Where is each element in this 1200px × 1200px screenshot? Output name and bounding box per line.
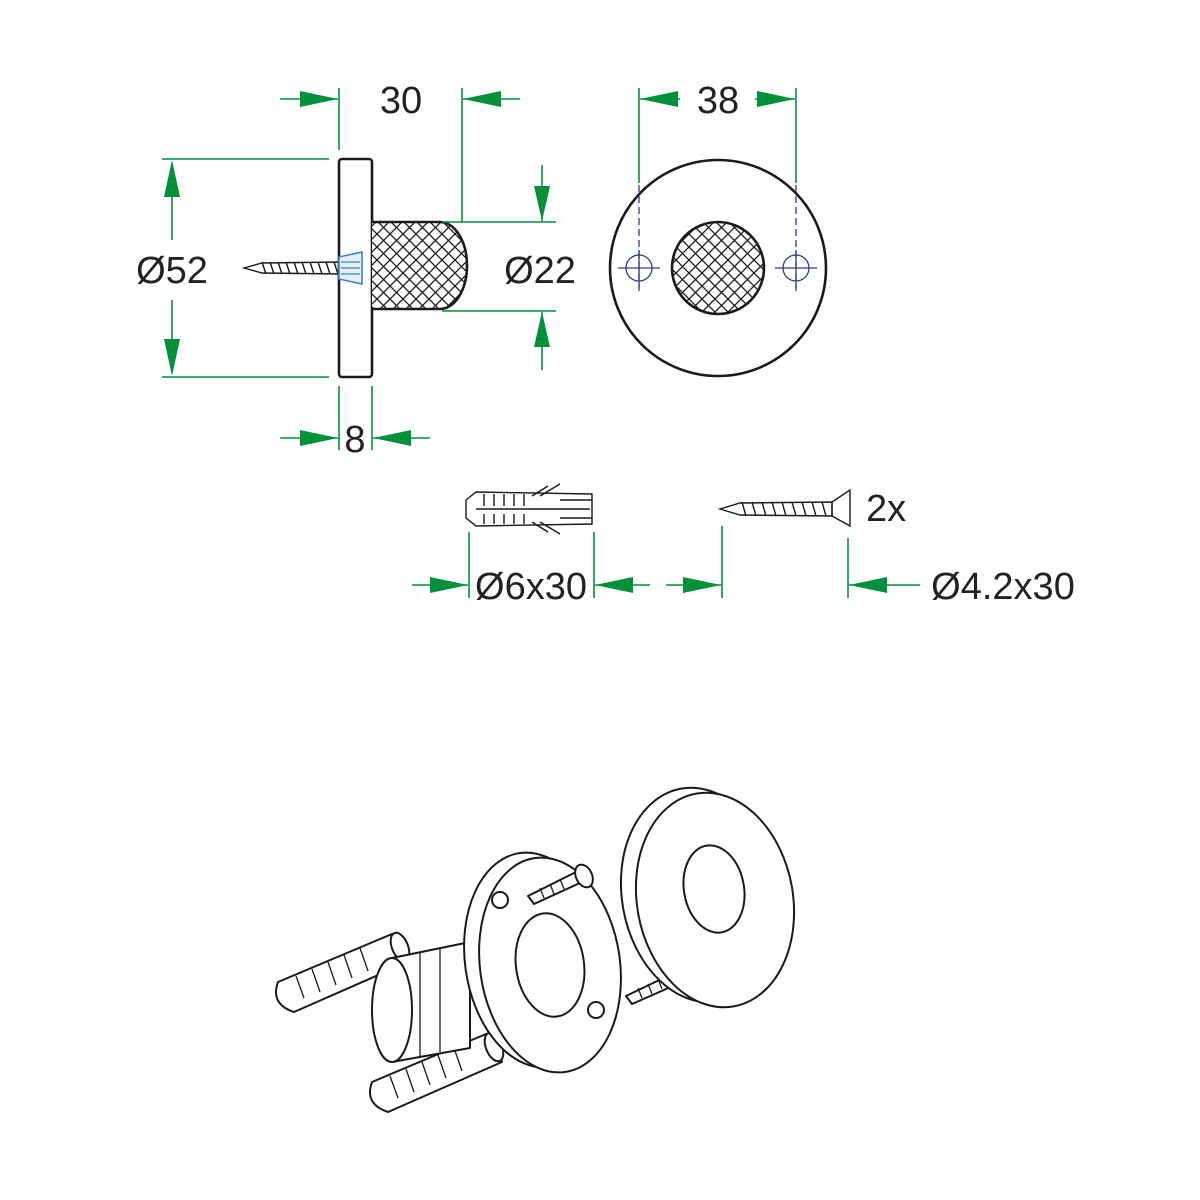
dim-projection — [280, 88, 520, 222]
wall-plug-icon — [465, 483, 593, 535]
screw-hole-right-icon — [775, 250, 817, 288]
dim-hole-spacing — [638, 88, 797, 183]
front-view — [608, 158, 828, 378]
iso-cover-cap — [619, 786, 796, 1009]
plate-thickness-label: 8 — [344, 419, 365, 461]
screw-hole-left-icon — [618, 250, 660, 288]
dim-plate-thickness — [280, 386, 430, 450]
rubber-bumper-side — [372, 220, 469, 311]
mounting-plate-front — [608, 158, 828, 378]
dim-wall-plug — [412, 532, 650, 598]
iso-bumper-body — [371, 941, 471, 1063]
iso-screw-upper — [527, 863, 594, 905]
screw-icon — [717, 488, 851, 528]
rubber-bumper-front — [670, 220, 766, 316]
screw-size-label: Ø4.2x30 — [931, 566, 1075, 608]
dim-plate-diameter — [162, 158, 329, 378]
quantity-label: 2x — [866, 488, 906, 530]
plate-diameter-label: Ø52 — [136, 250, 208, 292]
dim-screw — [666, 526, 920, 598]
projection-length-label: 30 — [380, 80, 422, 122]
bumper-diameter-label: Ø22 — [504, 250, 576, 292]
hole-spacing-label: 38 — [697, 80, 739, 122]
wall-plug-size-label: Ø6x30 — [475, 566, 587, 608]
dim-bumper-diameter — [442, 165, 556, 370]
screw-side-icon — [241, 251, 363, 285]
iso-mounting-plate — [463, 851, 622, 1074]
side-view — [241, 157, 469, 379]
exploded-view — [275, 786, 796, 1113]
